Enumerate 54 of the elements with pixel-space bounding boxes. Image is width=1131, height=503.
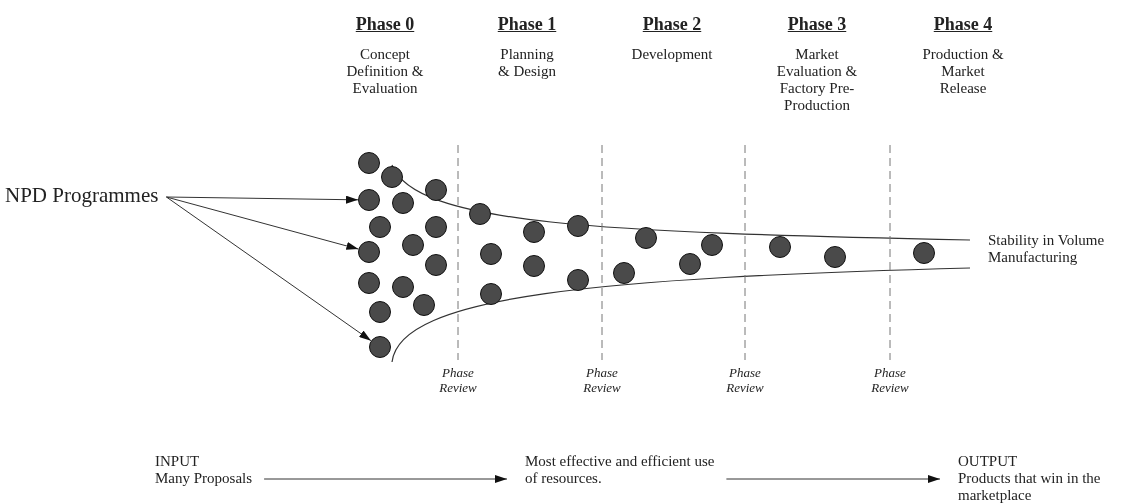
proposal-dot [769,236,791,258]
proposal-dot [701,234,723,256]
proposal-dot [469,203,491,225]
phase-review-label: Phase Review [725,365,765,395]
proposal-dot [480,283,502,305]
proposal-dot [567,215,589,237]
phase-description: Planning & Design [497,46,557,80]
proposal-dot [358,152,380,174]
proposal-dot [369,216,391,238]
proposal-dot [679,253,701,275]
proposal-dot [369,301,391,323]
phase-description: Market Evaluation & Factory Pre-Production [775,46,859,114]
node-text: NPD Programmes [5,183,160,208]
arrow [263,475,508,483]
proposal-dot [392,192,414,214]
proposal-dot [358,189,380,211]
phase-title: Phase 3 [786,14,848,34]
node-text: Products that win in the marketplace [958,470,1102,503]
proposal-dot [413,294,435,316]
proposal-dot [358,241,380,263]
arrow [165,196,359,250]
phase-review-label: Phase Review [582,365,622,395]
proposal-dot [369,336,391,358]
proposal-dot [567,269,589,291]
proposal-dot [358,272,380,294]
proposal-dot [425,179,447,201]
arrow [165,196,372,342]
proposal-dot [480,243,502,265]
proposal-dot [635,227,657,249]
proposal-dot [402,234,424,256]
arrow [725,475,941,483]
proposal-dot [425,254,447,276]
phase-description: Concept Definition & Evaluation [345,46,425,97]
proposal-dot [523,221,545,243]
proposal-dot [613,262,635,284]
proposal-dot [392,276,414,298]
phase-title: Phase 4 [932,14,994,34]
proposal-dot [381,166,403,188]
phase-title: Phase 1 [496,14,558,34]
heading-text: INPUT [155,453,201,470]
phase-description: Development [630,46,714,63]
phase-title: Phase 2 [641,14,703,34]
phase-review-label: Phase Review [438,365,478,395]
proposal-dot [425,216,447,238]
phase-description: Production & Market Release [922,46,1004,97]
node-text: Most effective and efficient use of resources. [525,453,716,487]
outcome-label: Stability in Volume Manufacturing [988,232,1106,266]
proposal-dot [824,246,846,268]
phase-title: Phase 0 [354,14,416,34]
proposal-dot [913,242,935,264]
proposal-dot [523,255,545,277]
node-text: Many Proposals [155,470,254,487]
heading-text: OUTPUT [958,453,1019,470]
phase-review-label: Phase Review [870,365,910,395]
